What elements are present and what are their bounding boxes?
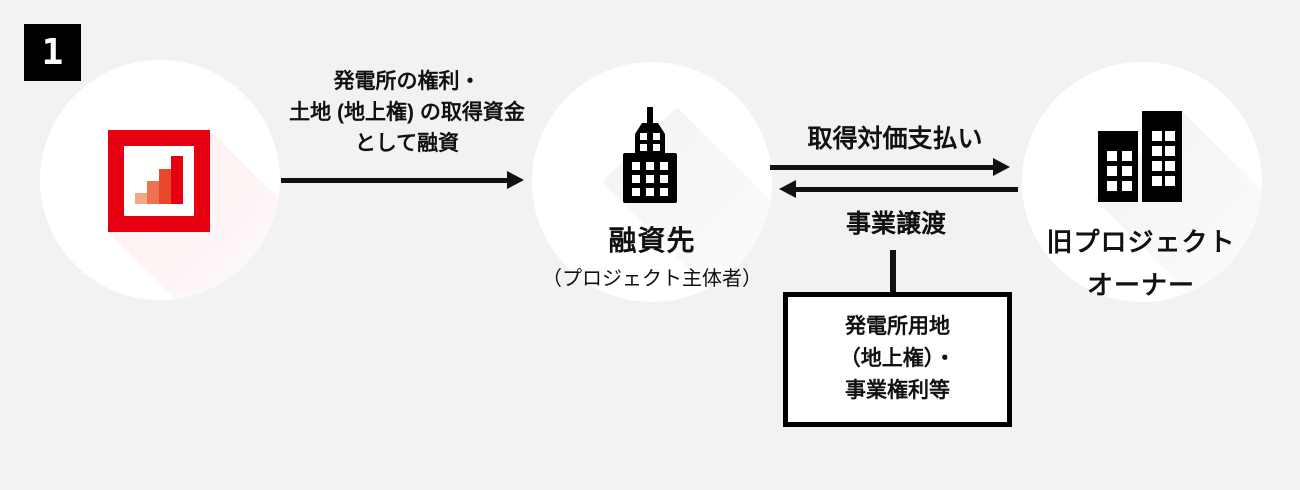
- logo-bar-4: [171, 156, 183, 204]
- office-building-icon: [623, 107, 677, 203]
- transfer-connector-line: [890, 250, 896, 294]
- node-lender-circle: [40, 60, 280, 300]
- old-owner-title-line-1: 旧プロジェクト: [1046, 227, 1236, 257]
- logo-bar-1: [135, 193, 147, 204]
- loan-label-line-1: 発電所の権利・: [333, 70, 481, 93]
- asset-box-line-2: （地上権）・: [839, 347, 956, 370]
- asset-box-line-1: 発電所用地: [845, 315, 950, 338]
- two-buildings-icon: [1098, 111, 1182, 202]
- node-borrower-circle: [532, 62, 772, 302]
- borrower-subtitle: （プロジェクト主体者）: [542, 268, 762, 290]
- payment-flow-label: 取得対価支払い: [807, 125, 983, 153]
- node-old-owner-circle: [1022, 62, 1262, 302]
- loan-flow-label: 発電所の権利・ 土地 (地上権) の取得資金 として融資: [277, 66, 537, 159]
- old-owner-title-line-2: オーナー: [1086, 270, 1195, 300]
- loan-label-line-2: 土地 (地上権) の取得資金: [289, 101, 525, 124]
- logo-bar-3: [159, 169, 171, 204]
- step-number: 1: [41, 31, 64, 73]
- transfer-flow-label: 事業譲渡: [845, 210, 946, 238]
- borrower-title: 融資先: [608, 225, 696, 256]
- step-number-badge: 1: [24, 24, 81, 81]
- bar-chart-logo-icon: [108, 130, 210, 232]
- old-owner-title: 旧プロジェクト オーナー: [1011, 221, 1271, 307]
- asset-box-line-3: 事業権利等: [845, 379, 950, 402]
- asset-box: 発電所用地 （地上権）・ 事業権利等: [783, 292, 1012, 427]
- loan-label-line-3: として融資: [354, 132, 460, 155]
- transfer-arrow-left-icon: [779, 180, 1018, 198]
- loan-arrow-right-icon: [281, 171, 524, 189]
- logo-bar-2: [147, 181, 159, 204]
- payment-arrow-right-icon: [770, 158, 1010, 176]
